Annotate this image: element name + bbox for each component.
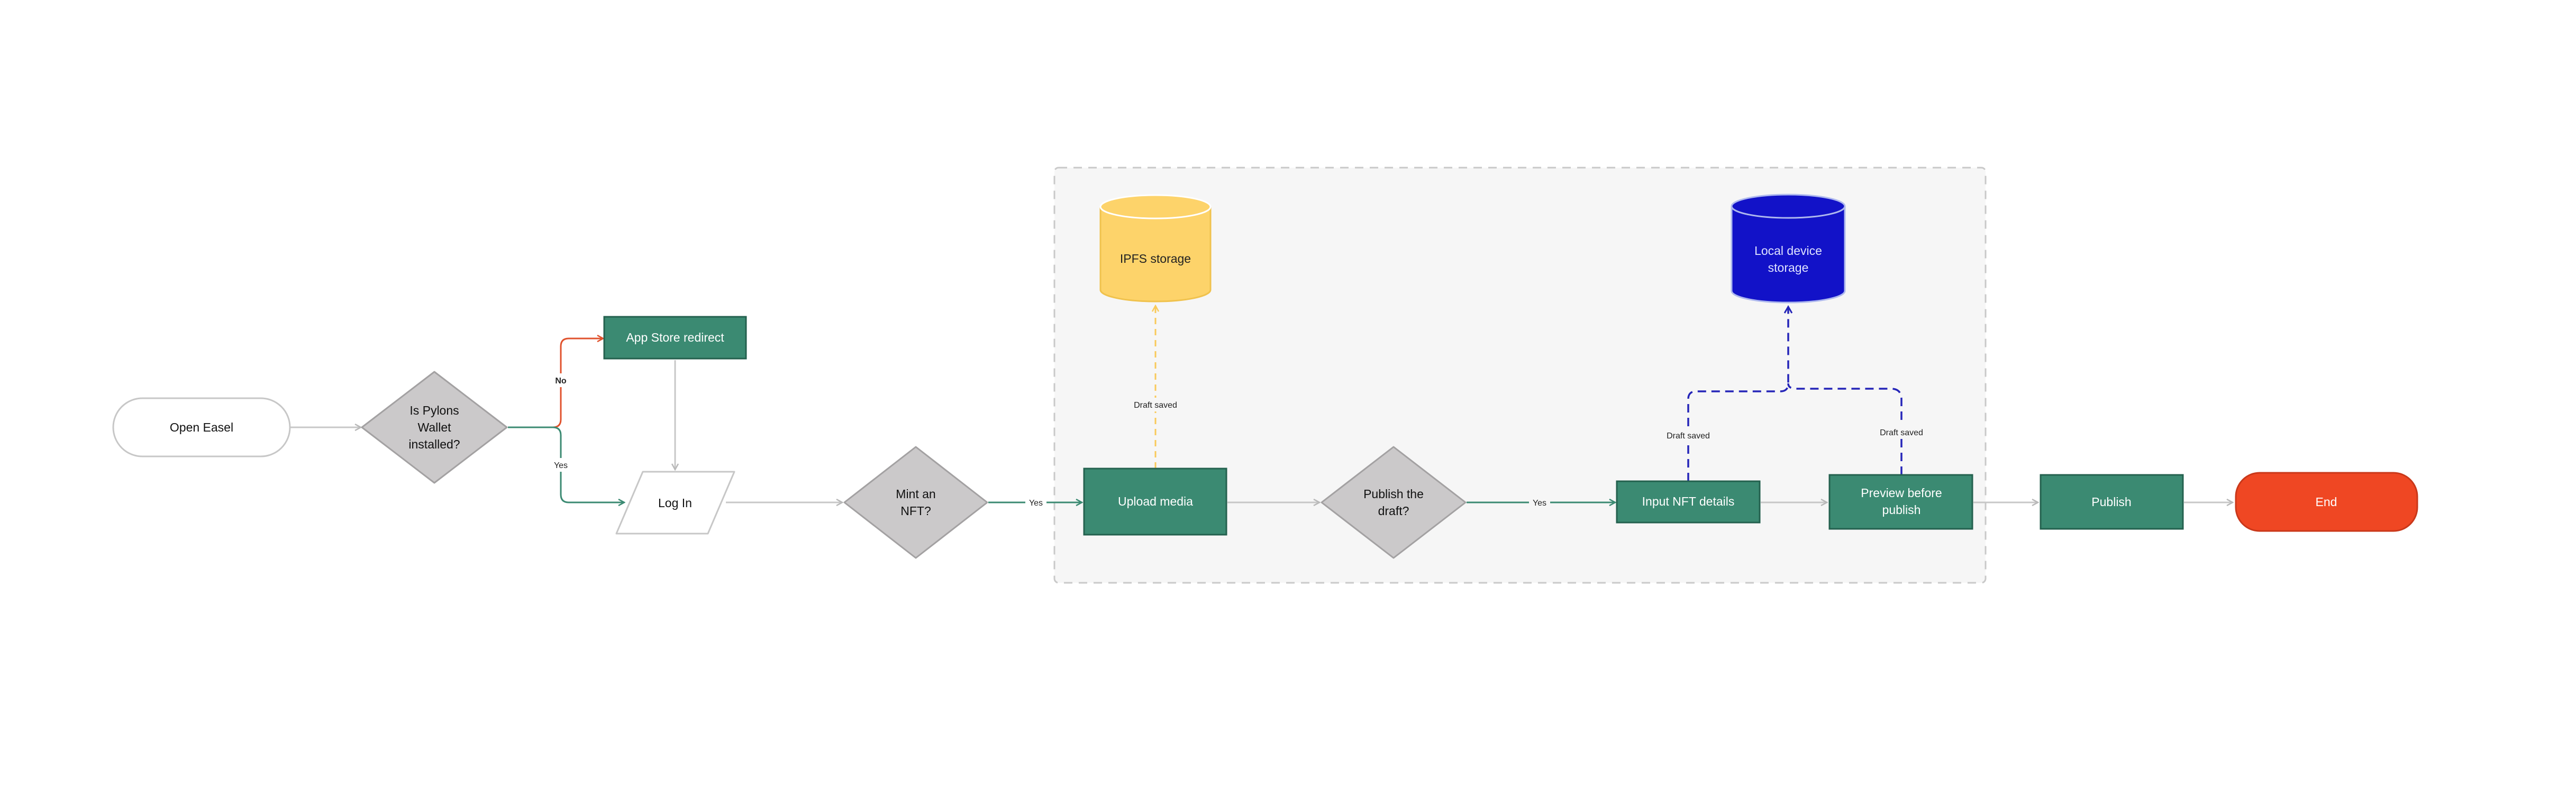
node-upload-media[interactable]: Upload media	[1083, 468, 1227, 536]
node-ipfs-storage-label: IPFS storage	[1120, 252, 1191, 265]
label-no: No	[555, 377, 567, 386]
node-preview-before-publish-label-2: publish	[1882, 503, 1921, 517]
node-publish[interactable]: Publish	[2040, 474, 2184, 530]
node-pylons-wallet-label-3: installed?	[408, 437, 460, 451]
node-open-easel-label: Open Easel	[170, 420, 233, 434]
node-app-store-redirect-label: App Store redirect	[626, 331, 724, 344]
edge-labels: No Yes Yes Yes Draft saved Draft saved D…	[550, 373, 1928, 509]
node-open-easel[interactable]: Open Easel	[112, 397, 291, 457]
node-local-device-storage-label-2: storage	[1768, 261, 1809, 274]
node-app-store-redirect[interactable]: App Store redirect	[603, 316, 747, 360]
node-end-label: End	[2316, 495, 2337, 509]
node-local-device-storage[interactable]: Local device storage	[1731, 194, 1846, 304]
label-draft-saved-input: Draft saved	[1667, 432, 1710, 441]
label-yes-input: Yes	[1533, 499, 1546, 508]
label-draft-saved-preview: Draft saved	[1880, 428, 1923, 437]
node-ipfs-storage[interactable]: IPFS storage	[1099, 194, 1212, 303]
node-pylons-wallet-decision[interactable]: Is Pylons Wallet installed?	[361, 371, 508, 484]
node-end[interactable]: End	[2235, 472, 2418, 532]
node-log-in-label: Log In	[658, 496, 692, 510]
node-pylons-wallet-label-2: Wallet	[417, 420, 451, 434]
edge-input-to-local	[1687, 307, 1788, 481]
edge-preview-to-local	[1787, 383, 1903, 475]
node-mint-nft-decision[interactable]: Mint an NFT?	[843, 446, 988, 559]
label-yes-upload: Yes	[1029, 499, 1043, 508]
node-input-nft-details-label: Input NFT details	[1642, 494, 1735, 508]
node-publish-draft-decision[interactable]: Publish the draft?	[1321, 446, 1467, 559]
label-yes-login: Yes	[554, 461, 568, 470]
node-pylons-wallet-label-1: Is Pylons	[409, 404, 459, 417]
node-log-in[interactable]: Log In	[615, 471, 735, 535]
node-input-nft-details[interactable]: Input NFT details	[1616, 480, 1761, 524]
node-preview-before-publish[interactable]: Preview before publish	[1828, 474, 1973, 530]
node-preview-before-publish-label-1: Preview before	[1861, 486, 1942, 500]
node-mint-nft-label-2: NFT?	[900, 504, 931, 518]
node-publish-label: Publish	[2091, 495, 2131, 509]
label-draft-saved-ipfs: Draft saved	[1134, 401, 1177, 410]
node-local-device-storage-label-1: Local device	[1754, 244, 1822, 258]
node-upload-media-label: Upload media	[1118, 494, 1193, 508]
node-publish-draft-label-2: draft?	[1378, 504, 1409, 518]
node-publish-draft-label-1: Publish the	[1363, 487, 1424, 501]
node-mint-nft-label-1: Mint an	[896, 487, 935, 501]
